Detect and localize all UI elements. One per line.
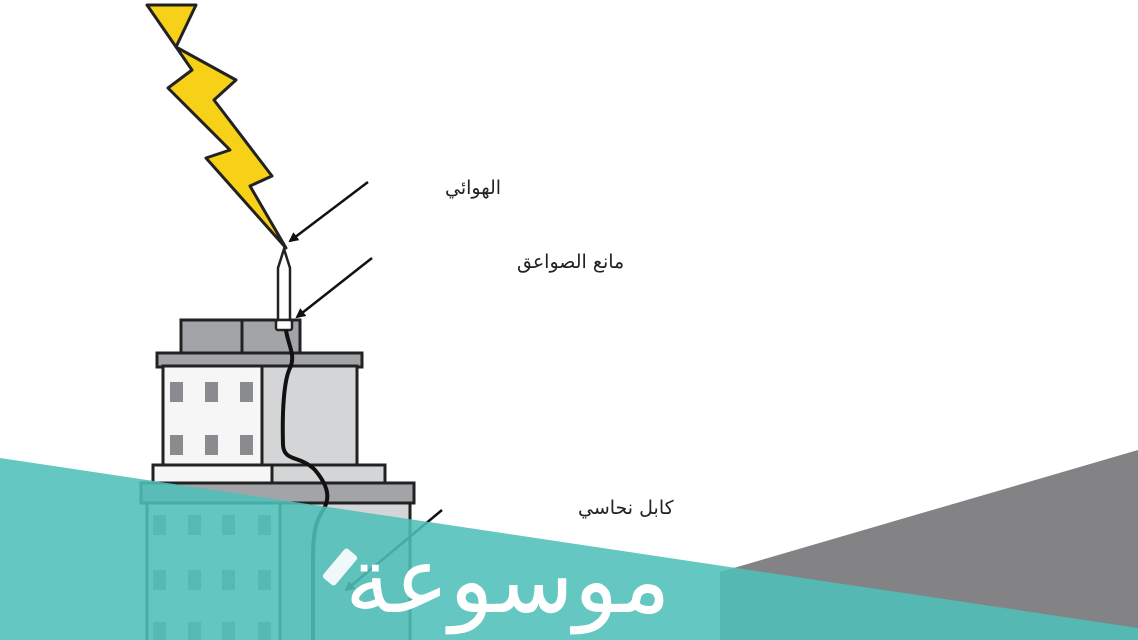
lightning-rod	[276, 244, 292, 322]
copper-cable-label: كابل نحاسي	[578, 497, 675, 519]
lightning-rod-label: مانع الصواعق	[517, 251, 624, 273]
antenna-arrow	[288, 181, 369, 243]
lightning-rod-arrow	[295, 257, 373, 319]
rod-base	[274, 318, 294, 332]
teal-overlay-decoration	[0, 458, 1138, 640]
antenna-label: الهوائي	[445, 177, 501, 199]
logo-text: موسوعة	[345, 527, 671, 635]
watermark-logo: موسوعة	[322, 527, 671, 635]
lightning-bolt-icon	[145, 3, 288, 250]
